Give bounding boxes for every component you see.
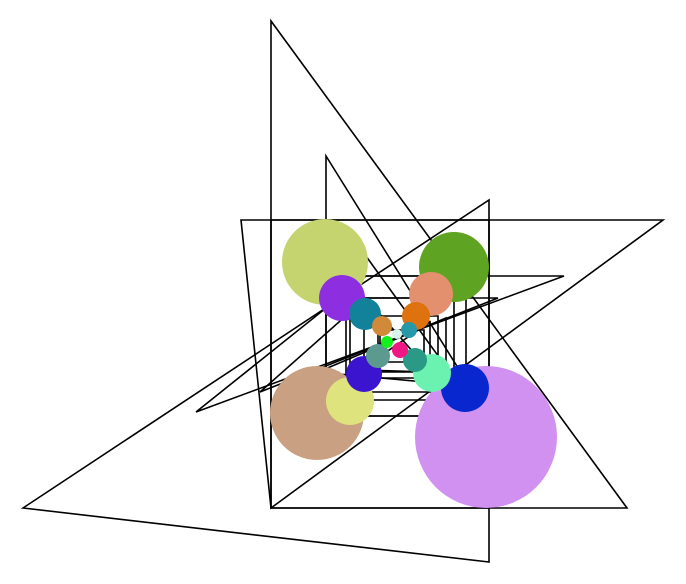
royal-blue-circle bbox=[441, 364, 489, 412]
bright-green-circle bbox=[381, 336, 393, 348]
magenta-circle bbox=[392, 342, 408, 358]
tan-circle bbox=[372, 316, 392, 336]
circle-layer bbox=[270, 219, 557, 508]
slate-green-circle bbox=[366, 344, 390, 368]
teal-small-circle bbox=[401, 322, 417, 338]
mint-white-circle bbox=[392, 329, 402, 339]
sea-green-circle bbox=[403, 348, 427, 372]
